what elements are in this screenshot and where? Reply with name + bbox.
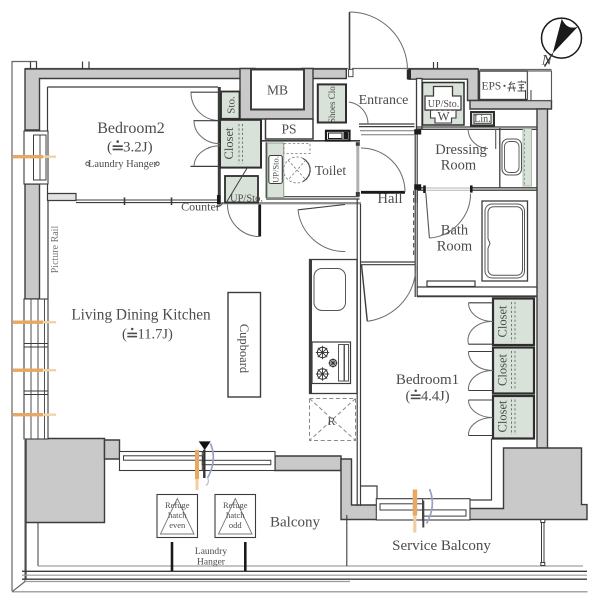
svg-text:Living Dining Kitchen: Living Dining Kitchen — [71, 307, 211, 324]
svg-text:Refuge: Refuge — [165, 500, 190, 510]
svg-text:(: ( — [107, 140, 112, 156]
svg-text:Sto.: Sto. — [225, 96, 237, 114]
svg-text:UP/Sto.: UP/Sto. — [428, 99, 459, 110]
svg-text:Balcony: Balcony — [270, 515, 320, 531]
svg-text:4.4J): 4.4J) — [421, 389, 450, 405]
svg-text:hatch: hatch — [168, 510, 187, 520]
svg-text:MB: MB — [267, 83, 288, 98]
svg-text:11.7J): 11.7J) — [138, 327, 173, 343]
svg-text:(: ( — [122, 327, 127, 343]
svg-text:Laundry: Laundry — [195, 547, 227, 557]
svg-text:Picture Rail: Picture Rail — [50, 226, 61, 274]
svg-text:EPS: EPS — [482, 81, 502, 93]
svg-text:UP/Sto.: UP/Sto. — [230, 194, 263, 205]
svg-text:UP/Sto.: UP/Sto. — [271, 156, 281, 183]
svg-text:Lin.: Lin. — [474, 114, 490, 125]
svg-text:Dressing: Dressing — [435, 142, 487, 158]
svg-text:Hanger: Hanger — [197, 558, 226, 568]
svg-text:even: even — [169, 520, 186, 530]
svg-text:Cupboard: Cupboard — [237, 324, 251, 374]
svg-text:Room: Room — [437, 238, 473, 254]
svg-text:Service Balcony: Service Balcony — [392, 538, 491, 554]
svg-text:Refuge: Refuge — [223, 500, 248, 510]
svg-text:Closet: Closet — [495, 354, 509, 386]
svg-text:Bedroom2: Bedroom2 — [97, 120, 165, 137]
svg-text:hatch: hatch — [226, 510, 245, 520]
svg-text:Laundry Hanger: Laundry Hanger — [88, 159, 158, 170]
svg-text:N: N — [541, 53, 553, 69]
svg-text:Bedroom1: Bedroom1 — [396, 372, 459, 388]
svg-text:Closet: Closet — [495, 305, 509, 337]
svg-text:Bath: Bath — [441, 223, 469, 239]
svg-text:Closet: Closet — [495, 400, 509, 432]
svg-text:odd: odd — [229, 520, 243, 530]
svg-text:Closet: Closet — [222, 127, 236, 159]
svg-text:(: ( — [406, 389, 411, 405]
svg-text:PS: PS — [281, 122, 296, 137]
svg-text:R: R — [327, 414, 335, 428]
svg-text:Shoes Clo.: Shoes Clo. — [327, 84, 337, 123]
svg-text:Room: Room — [441, 157, 477, 173]
svg-text:Hall: Hall — [378, 191, 403, 207]
svg-text:Toilet: Toilet — [315, 163, 347, 178]
svg-text:Counter: Counter — [181, 200, 220, 214]
svg-text:Entrance: Entrance — [359, 93, 409, 108]
svg-text:W: W — [437, 109, 450, 124]
svg-text:3.2J): 3.2J) — [123, 140, 153, 156]
